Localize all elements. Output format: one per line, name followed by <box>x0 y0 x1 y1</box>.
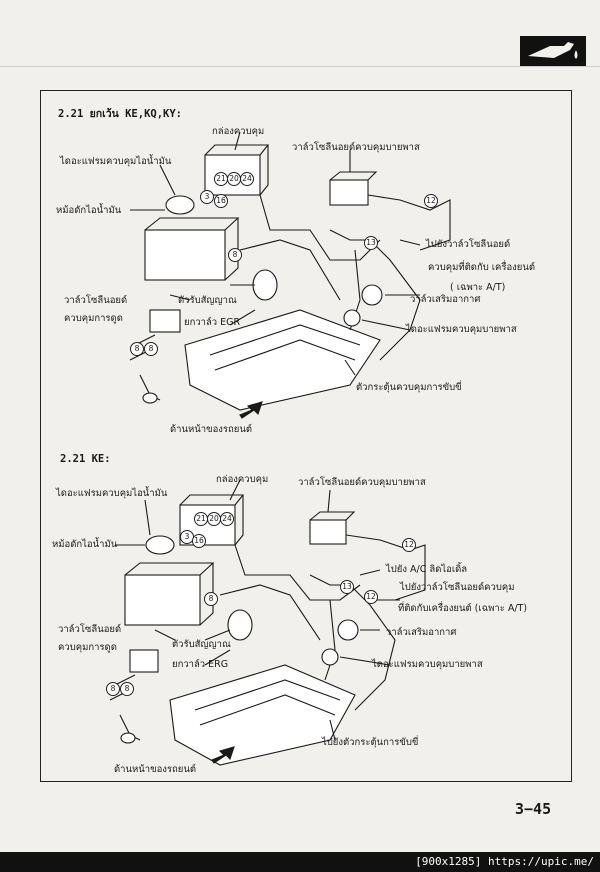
bypass-solenoid-1 <box>329 179 369 206</box>
page-number: 3−45 <box>515 800 552 818</box>
label-egr-valve: ยกวาล์ว EGR <box>184 317 241 328</box>
label-purge-solenoid-2b: ควบคุมการดูด <box>58 642 117 653</box>
callout-13: 13 <box>340 580 354 594</box>
canister-body-1 <box>144 229 226 281</box>
callout-20: 20 <box>207 512 221 526</box>
label-bypass-solenoid-2: วาล์วโซลีนอยด์ควบคุมบายพาส <box>298 477 426 488</box>
label-signal-receiver-2: ตัวรับสัญญาณ <box>172 639 231 650</box>
diagram-1 <box>129 131 451 419</box>
label-front-of-car: ด้านหน้าของรถยนต์ <box>170 424 253 435</box>
label-control-box: กล่องควบคุม <box>212 126 265 137</box>
callout-12: 12 <box>402 538 416 552</box>
label-to-ac-idle: ไปยัง A/C ลิดไอเดิ้ล <box>386 564 468 575</box>
label-fuel-diaphragm: ไดอะแฟรมควบคุมไอน้ำมัน <box>60 156 172 167</box>
section-2-heading: 2.21 KE: <box>60 453 111 465</box>
callout-8: 8 <box>106 682 120 696</box>
callout-8: 8 <box>144 342 158 356</box>
label-purge-solenoid-1: วาล์วโซลีนอยด์ <box>64 295 128 306</box>
label-bypass-diaphragm-2: ไดอะแฟรมควบคุมบายพาส <box>372 659 483 670</box>
label-bypass-diaphragm: ไดอะแฟรมควบคุมบายพาส <box>406 324 517 335</box>
valve-cover-2 <box>169 664 356 766</box>
fuel-diaphragm-1 <box>165 195 195 215</box>
footer-watermark[interactable]: [900x1285] https://upic.me/ <box>415 855 594 868</box>
label-purge-solenoid-2a: วาล์วโซลีนอยด์ <box>58 624 122 635</box>
label-signal-receiver: ตัวรับสัญญาณ <box>178 295 237 306</box>
callout-12: 12 <box>424 194 438 208</box>
label-engine-mount: ควบคุมที่ติดกับ เครื่องยนต์ <box>428 262 536 273</box>
diagram-2 <box>109 479 426 766</box>
label-to-solenoid-control: ไปยังวาล์วโซลีนอยด์ควบคุม <box>400 582 515 593</box>
callout-16: 16 <box>214 194 228 208</box>
label-control-box-2: กล่องควบคุม <box>216 474 269 485</box>
callout-24: 24 <box>220 512 234 526</box>
page-frame <box>40 90 572 782</box>
label-bypass-solenoid: วาล์วโซลีนอยด์ควบคุมบายพาส <box>292 142 420 153</box>
callout-8: 8 <box>228 248 242 262</box>
label-engine-mount-at: ที่ติดกับเครื่องยนต์ (เฉพาะ A/T) <box>398 603 528 614</box>
label-front-of-car-2: ด้านหน้าของรถยนต์ <box>114 764 197 775</box>
label-throttle-actuator: ตัวกระตุ้นควบคุมการขับขี่ <box>356 382 462 393</box>
callout-21: 21 <box>214 172 228 186</box>
callout-3: 3 <box>200 190 214 204</box>
top-rule <box>0 66 600 67</box>
label-to-throttle-actuator: ไปยังตัวกระตุ้นการขับขี่ <box>322 737 419 748</box>
label-erg-valve: ยกวาล์ว ERG <box>172 659 229 670</box>
callout-13: 13 <box>364 236 378 250</box>
label-fuel-diaphragm-2: ไดอะแฟรมควบคุมไอน้ำมัน <box>56 488 168 499</box>
label-to-solenoid: ไปยังวาล์วโซลีนอยด์ <box>426 239 511 250</box>
label-air-assist: วาล์วเสริมอากาศ <box>410 294 481 305</box>
callout-24: 24 <box>240 172 254 186</box>
bypass-solenoid-2 <box>309 519 347 545</box>
fuel-nozzle-icon <box>520 36 586 66</box>
callout-12: 12 <box>364 590 378 604</box>
label-purge-solenoid-2: ควบคุมการดูด <box>64 313 123 324</box>
callout-8: 8 <box>204 592 218 606</box>
label-canister-2: หม้อดักไอน้ำมัน <box>52 539 118 550</box>
section-1-heading: 2.21 ยกเว้น KE,KQ,KY: <box>58 108 182 120</box>
callout-20: 20 <box>227 172 241 186</box>
label-canister: หม้อดักไอน้ำมัน <box>56 205 122 216</box>
label-air-assist-2: วาล์วเสริมอากาศ <box>386 627 457 638</box>
callout-21: 21 <box>194 512 208 526</box>
callout-3: 3 <box>180 530 194 544</box>
fuel-diaphragm-2 <box>145 535 175 555</box>
callout-8: 8 <box>130 342 144 356</box>
label-at-only: ( เฉพาะ A/T) <box>450 282 506 293</box>
canister-body-2 <box>124 574 201 626</box>
callout-16: 16 <box>192 534 206 548</box>
callout-8: 8 <box>120 682 134 696</box>
footer-bar: [900x1285] https://upic.me/ <box>0 852 600 872</box>
